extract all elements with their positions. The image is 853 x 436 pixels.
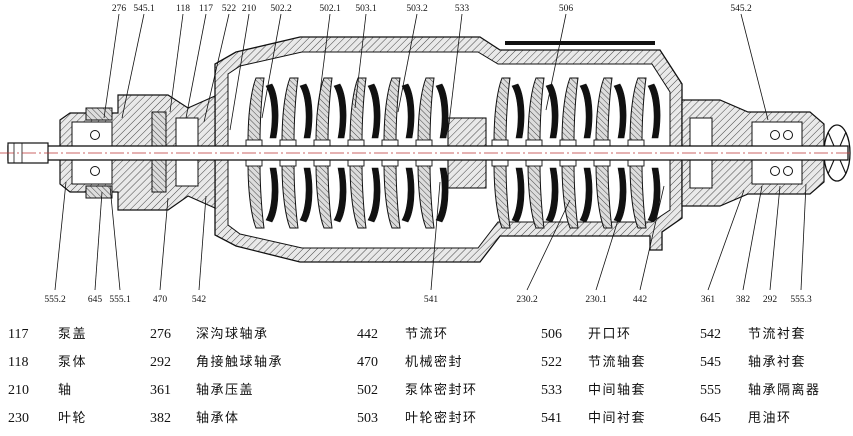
part-name: 节流衬套	[748, 327, 807, 342]
part-name: 轴承隔离器	[748, 383, 821, 398]
shaft	[0, 142, 853, 164]
impeller	[593, 77, 627, 229]
part-number: 502	[357, 383, 378, 398]
callout-top: 118	[176, 4, 190, 14]
part-number: 503	[357, 411, 378, 426]
impeller	[279, 77, 313, 229]
part-name: 泵体	[58, 355, 88, 370]
part-name: 泵体密封环	[405, 383, 478, 398]
part-name: 轴承压盖	[196, 383, 255, 398]
pump-cross-section-drawing: 276 545.1 118 117 522 210 502.2 502.1 503.1 503.2…	[0, 4, 853, 305]
legend-row: 230 叶轮 382 轴承体 503 叶轮密封环 541 中间衬套 645 甩油环	[0, 406, 853, 432]
part-number: 555	[700, 383, 721, 398]
part-name: 轴承体	[196, 411, 240, 426]
part-number: 522	[541, 355, 562, 370]
part-number: 470	[357, 355, 378, 370]
part-number: 542	[700, 327, 721, 342]
part-number: 276	[150, 327, 171, 342]
callout-top: 503.1	[355, 4, 377, 14]
part-name: 节流环	[405, 327, 449, 342]
part-number: 541	[541, 411, 562, 426]
legend-row: 117 泵盖 276 深沟球轴承 442 节流环 506 开口环 542 节流衬套	[0, 322, 853, 348]
part-name: 机械密封	[405, 355, 464, 370]
callout-top: 545.1	[133, 4, 155, 14]
part-number: 645	[700, 411, 721, 426]
part-name: 中间衬套	[588, 411, 647, 426]
part-number: 361	[150, 383, 171, 398]
part-name: 角接触球轴承	[196, 355, 284, 370]
callout-bottom: 470	[153, 295, 168, 305]
part-name: 轴	[58, 383, 73, 398]
part-name: 甩油环	[748, 411, 792, 426]
callout-top: 210	[242, 4, 257, 14]
callout-bottom: 541	[424, 295, 439, 305]
callout-bottom: 555.3	[790, 295, 812, 305]
part-number: 442	[357, 327, 378, 342]
impeller-stages	[245, 77, 661, 229]
callout-top: 502.2	[270, 4, 292, 14]
part-number: 506	[541, 327, 562, 342]
part-name: 开口环	[588, 327, 632, 342]
part-name: 中间轴套	[588, 383, 647, 398]
callout-top: 506	[559, 4, 574, 14]
part-name: 节流轴套	[588, 355, 647, 370]
callout-bottom: 361	[701, 295, 716, 305]
callout-bottom: 542	[192, 295, 207, 305]
callout-top: 117	[199, 4, 213, 14]
impeller	[559, 77, 593, 229]
callout-bottom: 382	[736, 295, 751, 305]
part-name: 轴承衬套	[748, 355, 807, 370]
callout-bottom: 230.2	[516, 295, 538, 305]
callout-bottom: 555.1	[109, 295, 131, 305]
callout-bottom: 442	[633, 295, 648, 305]
callout-top: 522	[222, 4, 237, 14]
part-number: 292	[150, 355, 171, 370]
callout-bottom: 645	[88, 295, 103, 305]
callout-labels: 276 545.1 118 117 522 210 502.2 502.1 503.1 503.2…	[44, 4, 812, 305]
callout-top: 545.2	[730, 4, 752, 14]
part-name: 泵盖	[58, 327, 88, 342]
part-name: 叶轮	[58, 411, 88, 426]
legend-row: 118 泵体 292 角接触球轴承 470 机械密封 522 节流轴套 545 轴承衬套	[0, 350, 853, 376]
callout-top: 533	[455, 4, 470, 14]
parts-legend: 117 泵盖 276 深沟球轴承 442 节流环 506 开口环 542 节流衬套 118 泵体 292…	[0, 322, 853, 436]
callout-bottom: 230.1	[585, 295, 607, 305]
part-name: 深沟球轴承	[196, 327, 269, 342]
callout-top: 502.1	[319, 4, 341, 14]
legend-row: 210 轴 361 轴承压盖 502 泵体密封环 533 中间轴套 555 轴承隔离器	[0, 378, 853, 404]
part-number: 118	[8, 355, 29, 370]
part-name: 叶轮密封环	[405, 411, 478, 426]
callout-top: 503.2	[406, 4, 428, 14]
part-number: 117	[8, 327, 29, 342]
part-number: 382	[150, 411, 171, 426]
part-number: 545	[700, 355, 721, 370]
callout-top: 276	[112, 4, 127, 14]
callout-bottom: 292	[763, 295, 778, 305]
callout-bottom: 555.2	[44, 295, 66, 305]
part-number: 533	[541, 383, 562, 398]
part-number: 230	[8, 411, 29, 426]
part-number: 210	[8, 383, 29, 398]
